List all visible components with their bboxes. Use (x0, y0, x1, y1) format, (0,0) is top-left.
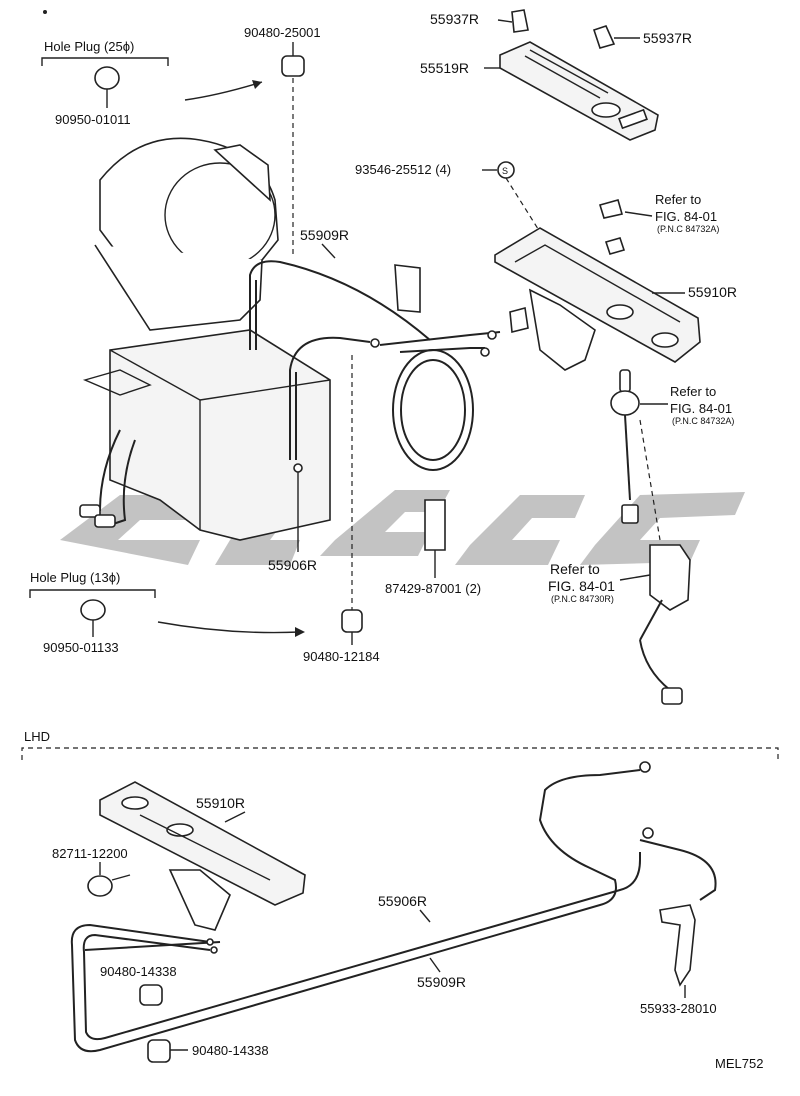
bracket (659, 904, 696, 987)
knob-left-number: 55937R (430, 11, 479, 27)
knob-right-number: 55937R (643, 30, 692, 46)
ref3-line2: FIG. 84-01 (548, 578, 615, 594)
hole-plug-13 (80, 599, 106, 621)
grommet-lhd-b (147, 1039, 171, 1063)
grommet-mid-number: 90480-12184 (303, 649, 380, 664)
grommet-mid-group: 90480-12184 (303, 609, 380, 664)
control-upper-number: 55910R (688, 284, 737, 300)
grommet-lhd-a (139, 984, 163, 1006)
screw-symbol: S (502, 166, 508, 176)
lhd-section: LHD 55910R 82711-12200 55906R 55909R 904… (21, 729, 779, 1071)
cable-upper-group: 55909R (249, 227, 431, 350)
control-assembly-upper: 55910R Refer to FIG. 84-01 (P.N.C 84732A… (494, 192, 737, 705)
knob-left (511, 9, 529, 33)
ref2-line3: (P.N.C 84732A) (672, 416, 734, 426)
pad-upper (394, 264, 421, 313)
coiled-cable: 55906R (268, 330, 501, 610)
ref3-line3: (P.N.C 84730R) (551, 594, 614, 604)
cable-55909R (249, 260, 431, 350)
plug-25-number: 90950-01011 (55, 112, 131, 127)
grommet-lhd-a-number: 90480-14338 (100, 964, 177, 979)
cable-lhd-55909R (70, 769, 641, 1053)
ref2-line2: FIG. 84-01 (670, 401, 732, 416)
ref3-line1: Refer to (550, 561, 600, 577)
grommet-top-number: 90480-25001 (244, 25, 321, 40)
grommet-top (281, 55, 305, 77)
hole-plug-13-group: Hole Plug (13ϕ) 90950-01133 (29, 570, 305, 655)
hole-plug-25-group: Hole Plug (25ϕ) 90950-01011 (41, 39, 263, 127)
screw-group: 93546-25512 (4) S (355, 161, 546, 241)
ref1-line2: FIG. 84-01 (655, 209, 717, 224)
corner-dot (43, 10, 47, 14)
panel-top-group: 55937R 55937R 55519R (420, 9, 692, 141)
panel-top-number: 55519R (420, 60, 469, 76)
cable-lhd-a-number: 55906R (378, 893, 427, 909)
plug-25-arrow (184, 81, 263, 101)
ref2-line1: Refer to (670, 384, 716, 399)
clamp (87, 875, 113, 897)
cable-lower-number: 55906R (268, 557, 317, 573)
plug-13-arrow (157, 621, 301, 634)
control-55910R (494, 227, 701, 363)
pad-lower-group: 87429-87001 (2) (385, 499, 481, 596)
pad-lower (424, 499, 446, 551)
grommet-top-group: 90480-25001 (244, 25, 321, 258)
ref1-line1: Refer to (655, 192, 701, 207)
cable-upper-number: 55909R (300, 227, 349, 243)
lhd-label: LHD (24, 729, 50, 744)
pad-number: 87429-87001 (2) (385, 581, 481, 596)
grommet-lhd-b-number: 90480-14338 (192, 1043, 269, 1058)
control-lhd-number: 55910R (196, 795, 245, 811)
hole-plug-25-label: Hole Plug (25ϕ) (44, 39, 134, 54)
control-lhd (99, 781, 306, 906)
ref1-line3: (P.N.C 84732A) (657, 224, 719, 234)
grommet-mid (341, 609, 363, 633)
screw-number: 93546-25512 (4) (355, 162, 451, 177)
clamp-number: 82711-12200 (52, 846, 128, 861)
plug-13-number: 90950-01133 (43, 640, 119, 655)
hole-plug-25 (94, 66, 120, 90)
drawing-code: MEL752 (715, 1056, 763, 1071)
bracket-number: 55933-28010 (640, 1001, 717, 1016)
hole-plug-13-label: Hole Plug (13ϕ) (30, 570, 120, 585)
control-panel-top (499, 41, 659, 141)
blower-unit (79, 137, 331, 541)
cable-lhd-b-number: 55909R (417, 974, 466, 990)
knob-right (592, 25, 616, 49)
